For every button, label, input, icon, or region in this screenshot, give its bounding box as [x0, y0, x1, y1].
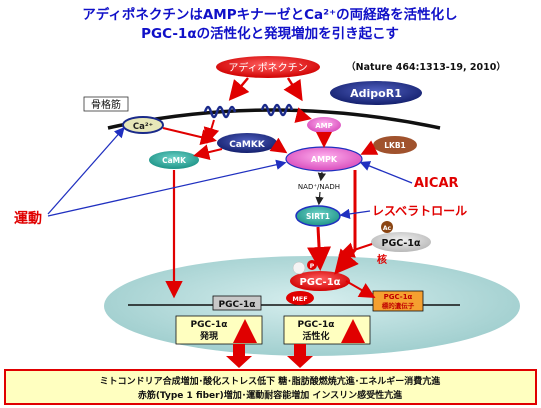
- down-arrow-right-head: [287, 356, 313, 368]
- amp-node: [307, 117, 341, 133]
- pgc-gene-label: PGC-1α: [219, 300, 256, 310]
- pgc-nucleus-label: PGC-1α: [299, 277, 340, 288]
- pgc-cytoplasm-label: PGC-1α: [381, 238, 421, 249]
- outcome-line1: ミトコンドリア合成増加･酸化ストレス低下 糖･脂肪酸燃焼亢進･エネルギー消費亢進: [100, 375, 442, 387]
- arrow-camkk-camk: [193, 144, 223, 160]
- arrow-sirt1-pgc: [307, 226, 332, 271]
- camk-node: [149, 151, 199, 169]
- camk-label: CaMK: [162, 156, 187, 165]
- mef-label: MEF: [292, 295, 307, 303]
- adiponectin-label: アディポネクチン: [228, 61, 307, 74]
- nucleus-label: 核: [377, 253, 387, 266]
- arrow-lkb1-ampk: [360, 140, 379, 155]
- arrow-resveratrol-sirt1: [339, 208, 371, 220]
- target-gene-box: [372, 290, 424, 312]
- down-arrow-left-head: [226, 356, 252, 368]
- outcome-box: [4, 369, 537, 405]
- ca-label: Ca²⁺: [133, 122, 153, 132]
- skeletal-muscle-label: 骨格筋: [91, 98, 121, 111]
- arrow-nad-sirt1: [315, 191, 324, 206]
- title-line2: PGC-1αの活性化と発現増加を引き起こす: [141, 25, 399, 42]
- camkk-label: CaMKK: [229, 140, 266, 150]
- camkk-node: [217, 133, 277, 153]
- adipor1-node: [330, 81, 422, 105]
- sirt1-label: SIRT1: [306, 212, 330, 221]
- arrow-ca-camkk: [162, 127, 217, 145]
- target-gene-line1: PGC-1α: [384, 293, 413, 301]
- lkb1-node: [373, 136, 417, 154]
- down-arrow-right-shaft: [294, 344, 306, 356]
- activation-line1: PGC-1α: [298, 320, 335, 330]
- receptor-coil-right: [260, 103, 294, 117]
- receptor-coil-left: [203, 105, 237, 119]
- arrow-adiponectin-right: [283, 77, 303, 102]
- arrow-adiponectin-left: [228, 77, 250, 101]
- arrow-receptor-camkk: [203, 119, 220, 144]
- arrow-aicar-ampk: [359, 161, 413, 184]
- amp-label: AMP: [315, 122, 333, 130]
- expression-line2: 発現: [199, 330, 218, 342]
- aicar-label: AICAR: [414, 176, 459, 191]
- adipor1-label: AdipoR1: [350, 87, 402, 100]
- skeletal-muscle-box: [83, 96, 129, 112]
- ampk-label: AMPK: [311, 155, 338, 164]
- arrow-exercise-ca: [47, 127, 125, 215]
- arrow-deacetylation: [338, 242, 373, 258]
- arrow-receptor-amp: [294, 107, 312, 123]
- lkb1-label: LKB1: [384, 141, 406, 150]
- citation: （Nature 464:1313-19, 2010）: [346, 61, 506, 73]
- target-gene-line2: 標的遺伝子: [382, 301, 415, 310]
- activation-line2: 活性化: [302, 330, 329, 342]
- nad-label: NAD⁺/NADH: [298, 183, 340, 191]
- pgc-gene-box: [212, 295, 262, 311]
- acetyl-marker: [381, 221, 393, 233]
- phospho-label: P: [310, 263, 315, 270]
- arrow-exercise-ampk: [47, 159, 287, 217]
- resveratrol-label: レスベラトロール: [372, 204, 467, 218]
- mef-node: [286, 291, 314, 305]
- adiponectin-node: [216, 56, 320, 78]
- arrow-camkk-ampk: [269, 137, 288, 154]
- arrow-ampk-nad: [317, 171, 327, 182]
- pgc-cytoplasm-node: [371, 232, 431, 252]
- arrow-pgc-target: [345, 280, 376, 298]
- title-line1: アディポネクチンはAMPキナーゼとCa²⁺の両経路を活性化し: [82, 6, 457, 23]
- acetyl-label: Ac: [383, 225, 392, 232]
- arrow-ampk-phospho: [334, 170, 359, 275]
- expression-line1: PGC-1α: [191, 320, 228, 330]
- pgc-nucleus-white-dot: [292, 261, 306, 275]
- exercise-label: 運動: [14, 210, 42, 227]
- pgc-nucleus-node: [290, 271, 350, 291]
- outcome-line2: 赤筋(Type 1 fiber)増加･運動耐容能増加 インスリン感受性亢進: [138, 389, 403, 401]
- ca-node: [122, 116, 164, 134]
- down-arrow-left-shaft: [233, 344, 245, 356]
